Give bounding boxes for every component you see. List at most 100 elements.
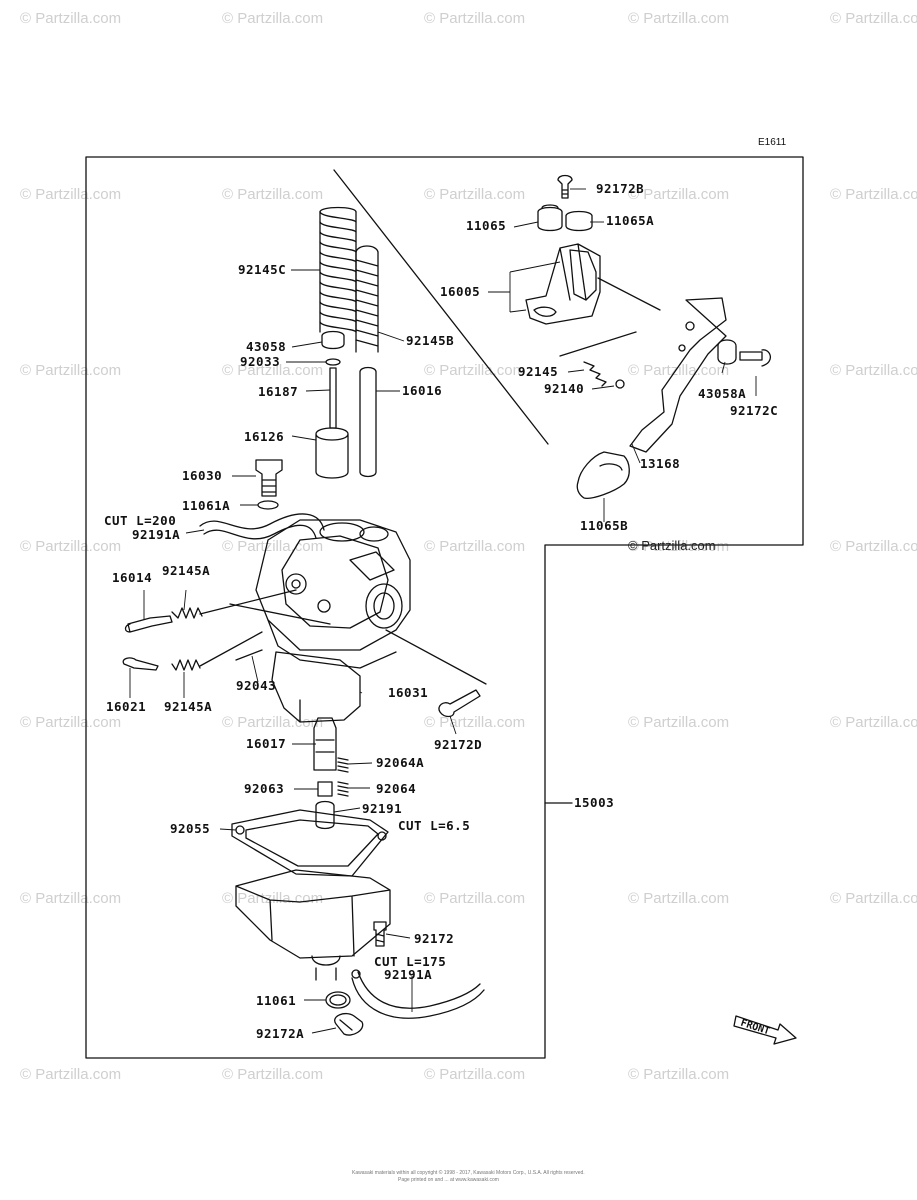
- watermark: © Partzilla.com: [628, 186, 730, 203]
- part-label: 92064A: [376, 755, 425, 770]
- cap-11065a: [565, 210, 593, 232]
- leader-line: [488, 261, 561, 313]
- hose-92191a-bottom: [351, 971, 485, 1019]
- divider-line: [333, 169, 549, 445]
- part-label: 92145B: [406, 333, 455, 348]
- leader-line: [385, 629, 487, 685]
- leader-line: [291, 435, 317, 441]
- leader-line: [199, 589, 331, 667]
- watermark: © Partzilla.com: [424, 10, 526, 27]
- pin-92043: [235, 649, 263, 661]
- screw-92172d: [438, 689, 481, 718]
- watermark: © Partzilla.com: [830, 10, 917, 27]
- part-label: 11065B: [580, 518, 629, 533]
- leader-line: [359, 691, 363, 694]
- needle-16187: [329, 367, 337, 429]
- watermark: © Partzilla.com: [20, 10, 122, 27]
- watermark: © Partzilla.com: [424, 714, 526, 731]
- sleeve-92191: [315, 800, 335, 830]
- leader-line: [567, 369, 585, 373]
- part-label: 92145: [518, 364, 559, 379]
- hose-cut-note: CUT L=200: [104, 513, 177, 528]
- watermark: © Partzilla.com: [628, 538, 730, 555]
- washer-92063: [317, 781, 333, 797]
- part-label: 16030: [182, 468, 223, 483]
- part-label: 92145A: [164, 699, 213, 714]
- watermark: © Partzilla.com: [628, 10, 730, 27]
- part-label: 15003: [574, 795, 615, 810]
- part-label: 92063: [244, 781, 285, 796]
- leader-line: [219, 828, 237, 831]
- partzilla-credit: © Partzilla.com: [628, 538, 716, 553]
- gasket-92055: [231, 809, 389, 877]
- spring-92064a: [337, 757, 349, 773]
- part-label: 16014: [112, 570, 153, 585]
- part-label: 92172C: [730, 403, 779, 418]
- part-label: 11061: [256, 993, 297, 1008]
- screw-16014: [124, 615, 173, 633]
- diagram-code: E1611: [758, 137, 787, 148]
- bolt-92172c: [739, 349, 771, 367]
- watermark: © Partzilla.com: [830, 538, 917, 555]
- watermark: © Partzilla.com: [222, 1066, 324, 1083]
- spring-92145c: [319, 206, 357, 333]
- gasket-cut-note: CUT L=6.5: [398, 818, 471, 833]
- watermark: © Partzilla.com: [424, 186, 526, 203]
- float-bowl: [235, 869, 391, 959]
- cap-43058: [321, 330, 345, 350]
- leader-line: [305, 389, 331, 392]
- part-label: 92172A: [256, 1026, 305, 1041]
- throttle-lever: [569, 249, 597, 301]
- watermark: © Partzilla.com: [20, 890, 122, 907]
- watermark: © Partzilla.com: [830, 186, 917, 203]
- part-label: 92172: [414, 931, 455, 946]
- part-label: 16005: [440, 284, 481, 299]
- watermark: © Partzilla.com: [222, 10, 324, 27]
- cover-11065b: [576, 451, 630, 499]
- spring-92145b: [355, 245, 379, 353]
- jet-16017: [313, 717, 337, 771]
- part-label: 92172B: [596, 181, 645, 196]
- cap-11065: [537, 204, 563, 232]
- part-label: 16031: [388, 685, 429, 700]
- part-label: 92140: [544, 381, 585, 396]
- leader-line: [291, 341, 323, 348]
- part-label: 11065A: [606, 213, 655, 228]
- watermark: © Partzilla.com: [628, 362, 730, 379]
- screw-16021: [122, 657, 159, 671]
- leader-line: [513, 221, 539, 228]
- leader-line: [449, 715, 457, 735]
- screw-92172a: [334, 1012, 364, 1036]
- clip-92033: [325, 358, 341, 366]
- part-label: 43058A: [698, 386, 747, 401]
- watermark: © Partzilla.com: [830, 714, 917, 731]
- screw-92172b: [557, 174, 573, 199]
- part-label: 16187: [258, 384, 299, 399]
- watermark: © Partzilla.com: [424, 538, 526, 555]
- watermark: © Partzilla.com: [222, 538, 324, 555]
- watermark: © Partzilla.com: [830, 362, 917, 379]
- watermark: © Partzilla.com: [20, 1066, 122, 1083]
- drain-screw: [311, 955, 341, 981]
- throttle-case-16005: [525, 243, 601, 325]
- rod-16016: [359, 366, 377, 478]
- footer-note: Page printed on and ... at www.kawasaki.…: [398, 1177, 499, 1183]
- part-label: 92064: [376, 781, 417, 796]
- lever-13168: [629, 297, 727, 453]
- spring-92145: [583, 361, 607, 387]
- part-label: 16017: [246, 736, 287, 751]
- spring-92145a-bot: [171, 659, 201, 671]
- watermark: © Partzilla.com: [20, 538, 122, 555]
- watermark: © Partzilla.com: [20, 186, 122, 203]
- part-label: 11061A: [182, 498, 231, 513]
- fitting-16030: [255, 459, 283, 497]
- ball-92140: [615, 379, 625, 389]
- leader-line: [251, 655, 259, 683]
- oring-11061a: [257, 500, 279, 510]
- watermark: © Partzilla.com: [628, 1066, 730, 1083]
- leader-line: [721, 361, 726, 374]
- part-label: 92145A: [162, 563, 211, 578]
- slide-16126: [315, 427, 349, 479]
- watermark: © Partzilla.com: [424, 1066, 526, 1083]
- watermark: © Partzilla.com: [222, 714, 324, 731]
